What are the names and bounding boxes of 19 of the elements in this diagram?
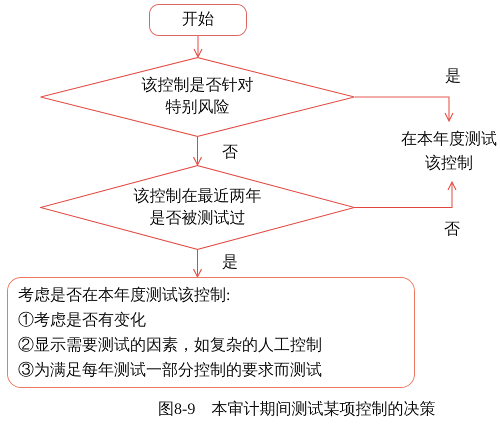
caption: 图8-9 本审计期间测试某项控制的决策 <box>158 400 436 420</box>
consideration-box <box>7 277 415 388</box>
edge-label: 否 <box>443 221 461 239</box>
arrow <box>193 36 203 58</box>
arrow <box>192 250 202 278</box>
edge-label: 否 <box>221 144 239 162</box>
list-item: ②显示需要测试的因素，如复杂的人工控制 <box>18 336 322 356</box>
result-text: 在本年度测试该控制 <box>398 121 500 182</box>
arrow <box>355 96 454 122</box>
edge-label: 是 <box>444 68 462 86</box>
arrow <box>192 137 202 166</box>
list-item: ③为满足每年测试一部分控制的要求而测试 <box>18 360 322 381</box>
arrow <box>355 181 457 208</box>
edge-label: 是 <box>221 254 239 272</box>
start-box: 开始 <box>149 4 247 36</box>
decision-diamond: 该控制是否针对特别风险 <box>40 57 355 137</box>
heading-text: 考虑是否在本年度测试该控制: <box>18 286 230 306</box>
decision-diamond: 该控制在最近两年是否被测试过 <box>40 165 355 250</box>
list-item: ①考虑是否有变化 <box>18 310 146 331</box>
